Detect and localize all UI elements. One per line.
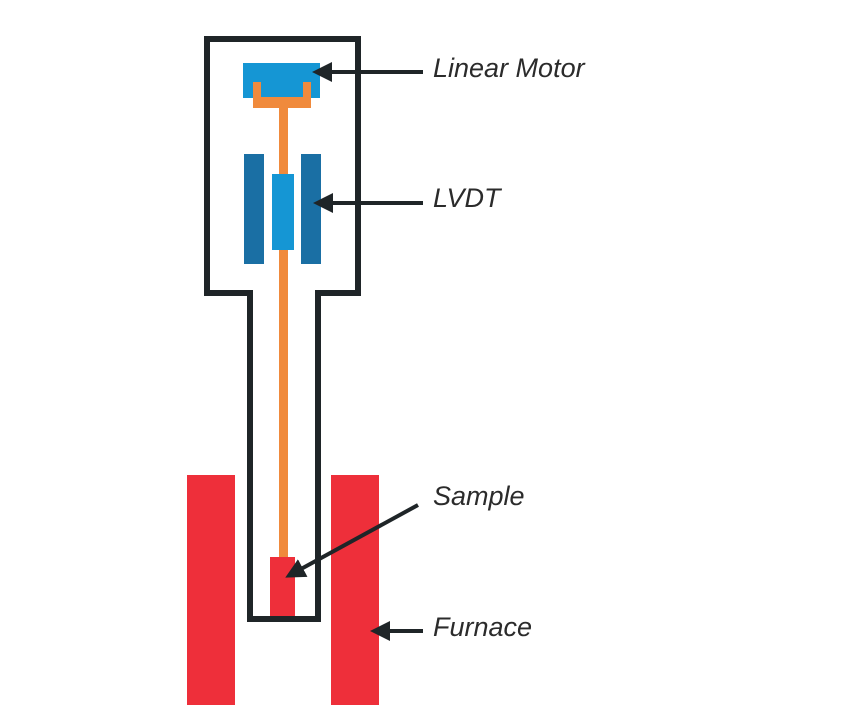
furnace-right-block — [331, 475, 379, 705]
sample-block — [270, 557, 295, 616]
sample-arrow — [285, 503, 419, 578]
push-rod — [279, 104, 288, 562]
lvdt-core — [272, 174, 294, 250]
sample-label: Sample — [433, 481, 525, 511]
lvdt-coil-right — [301, 154, 321, 264]
linear-motor-bracket — [253, 82, 311, 108]
furnace-left-block — [187, 475, 235, 705]
linear-motor-label: Linear Motor — [433, 53, 586, 83]
furnace-label: Furnace — [433, 612, 532, 642]
lvdt-coil-left — [244, 154, 264, 264]
lvdt-label: LVDT — [433, 183, 503, 213]
